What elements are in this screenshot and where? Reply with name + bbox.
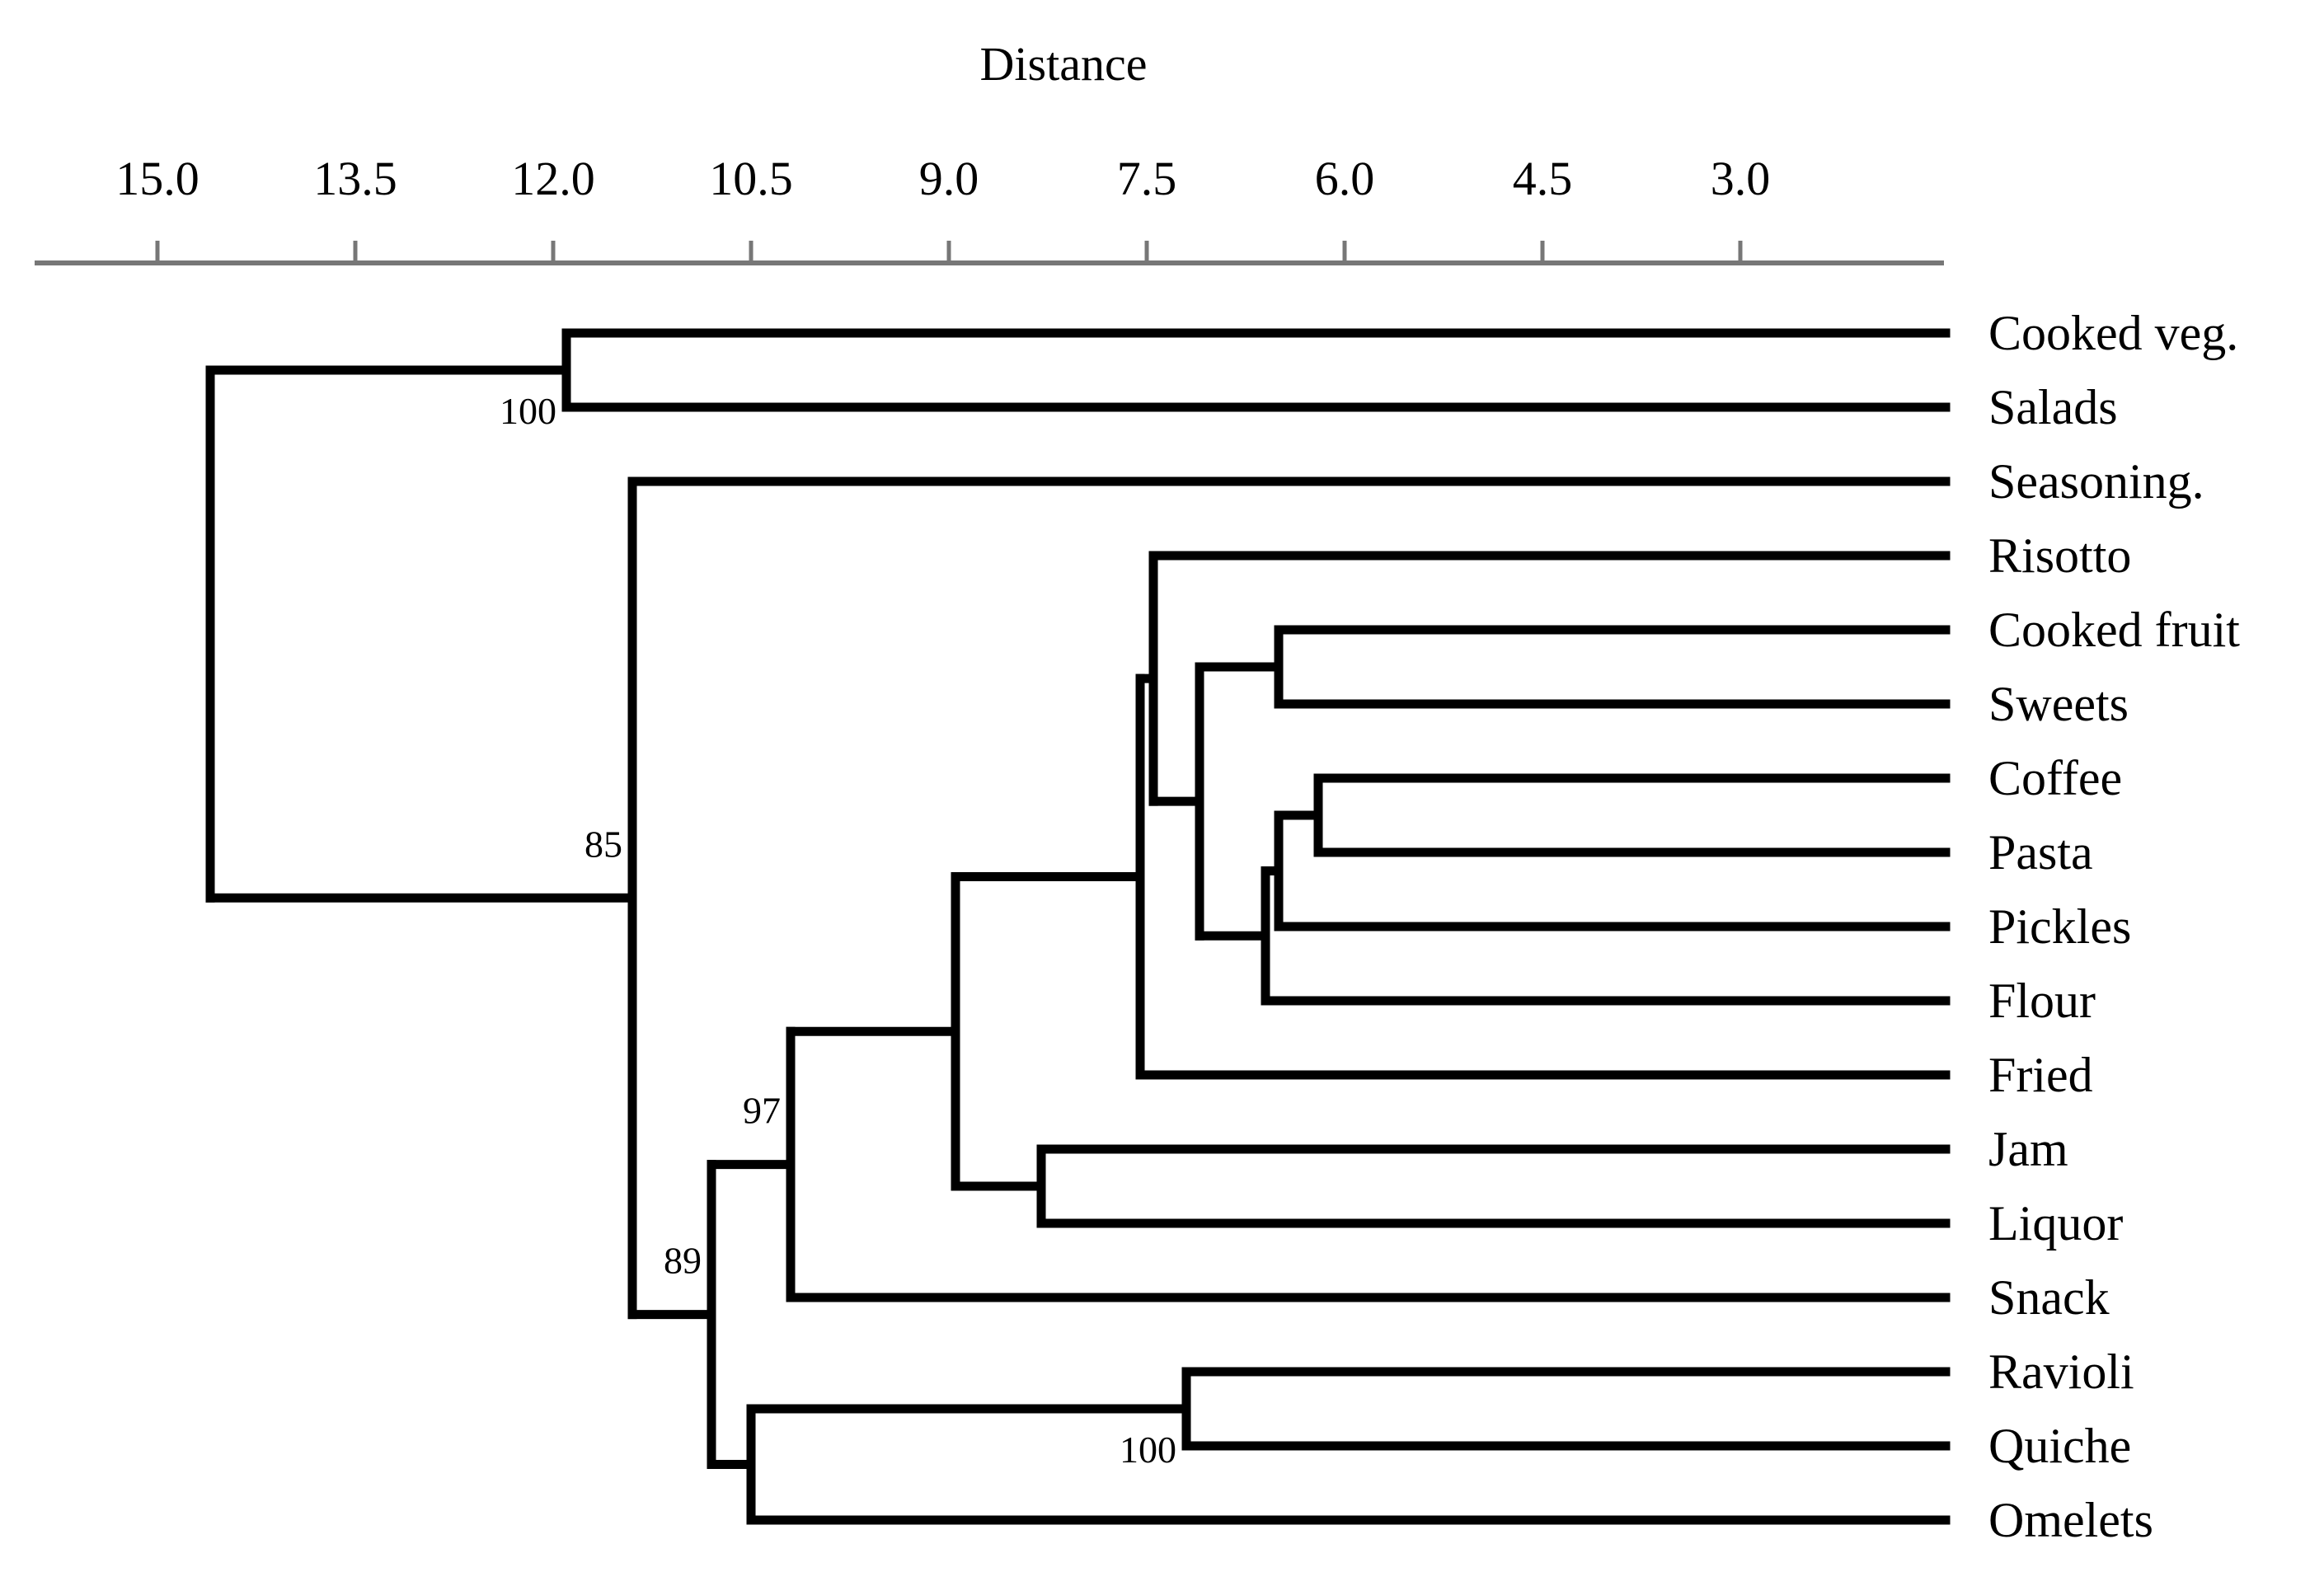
tick-label: 12.0 — [511, 152, 595, 205]
leaf-label: Salads — [1988, 380, 2118, 434]
leaf-label: Cooked veg. — [1988, 306, 2238, 360]
leaf-label: Omelets — [1988, 1493, 2153, 1547]
leaf-label: Pickles — [1988, 899, 2131, 954]
tick-label: 9.0 — [919, 152, 979, 205]
leaf-label: Snack — [1988, 1270, 2110, 1325]
dendrogram-links — [205, 328, 1951, 1525]
leaf-label: Quiche — [1988, 1419, 2131, 1473]
leaf-label: Fried — [1988, 1048, 2093, 1102]
tick-label: 3.0 — [1711, 152, 1771, 205]
leaf-label: Seasoning. — [1988, 454, 2204, 509]
leaf-label: Liquor — [1988, 1196, 2123, 1251]
leaf-label: Risotto — [1988, 528, 2131, 583]
leaf-label: Ravioli — [1988, 1344, 2134, 1399]
support-value: 89 — [664, 1240, 702, 1282]
tick-label: 7.5 — [1117, 152, 1177, 205]
leaf-label: Jam — [1988, 1122, 2068, 1176]
axis-title: Distance — [980, 37, 1148, 91]
axis-ticks: 15.0 13.5 12.0 10.5 9.0 7.5 6.0 4.5 3.0 — [115, 152, 1770, 263]
tick-label: 4.5 — [1513, 152, 1573, 205]
leaf-label: Coffee — [1988, 751, 2122, 805]
support-value: 85 — [585, 823, 622, 865]
support-value: 100 — [1120, 1429, 1176, 1471]
tick-label: 15.0 — [115, 152, 200, 205]
support-values: 100 100 97 89 85 — [500, 390, 1176, 1471]
leaf-label: Pasta — [1988, 825, 2093, 880]
support-value: 100 — [500, 390, 556, 432]
leaf-label: Cooked fruit — [1988, 603, 2240, 657]
leaf-label: Flour — [1988, 974, 2096, 1028]
tick-label: 13.5 — [313, 152, 397, 205]
tick-label: 6.0 — [1315, 152, 1375, 205]
leaf-label: Sweets — [1988, 677, 2129, 731]
support-value: 97 — [743, 1090, 781, 1132]
tick-label: 10.5 — [709, 152, 793, 205]
